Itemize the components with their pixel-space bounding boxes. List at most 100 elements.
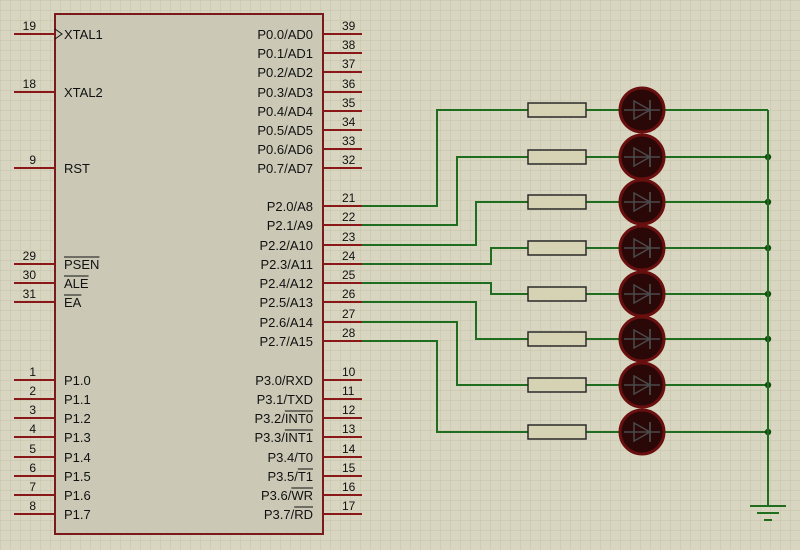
pin-2[interactable]: 2P1.1	[14, 384, 91, 407]
pin-label: P0.7/AD7	[257, 161, 313, 176]
wire-p2-4[interactable]	[362, 282, 528, 295]
leds	[618, 86, 666, 456]
pin-number: 4	[29, 422, 36, 436]
pin-number: 36	[342, 77, 356, 91]
led-6[interactable]	[618, 361, 666, 409]
led-4[interactable]	[618, 270, 666, 318]
resistor-icon[interactable]	[527, 377, 587, 393]
pin-number: 32	[342, 153, 356, 167]
resistor-icon[interactable]	[527, 424, 587, 440]
resistor-icon[interactable]	[527, 240, 587, 256]
chip-body[interactable]	[54, 13, 324, 535]
pin-label: P3.0/RXD	[255, 373, 313, 388]
pin-7[interactable]: 7P1.6	[14, 480, 91, 503]
diode-triangle-icon	[633, 191, 652, 213]
pin-number: 1	[29, 365, 36, 379]
pin-3[interactable]: 3P1.2	[14, 403, 91, 426]
pin-6[interactable]: 6P1.5	[14, 461, 91, 484]
led-3[interactable]	[618, 224, 666, 272]
pin-number: 3	[29, 403, 36, 417]
pin-5[interactable]: 5P1.4	[14, 442, 91, 465]
led-2[interactable]	[618, 178, 666, 226]
pin-label: P2.7/A15	[260, 334, 314, 349]
pin-label: ALE	[64, 276, 89, 291]
pin-number: 39	[342, 19, 356, 33]
pin-1[interactable]: 1P1.0	[14, 365, 91, 388]
pin-number: 38	[342, 38, 356, 52]
pin-number: 37	[342, 57, 356, 71]
pin-label: P3.7/RD	[264, 507, 313, 522]
pin-label: P3.1/TXD	[257, 392, 313, 407]
led-0[interactable]	[618, 86, 666, 134]
wire-p2-3[interactable]	[362, 247, 528, 265]
ground-net	[750, 110, 786, 521]
wire-p2-5[interactable]	[362, 301, 528, 340]
resistor-icon[interactable]	[527, 194, 587, 210]
resistor-icon[interactable]	[527, 286, 587, 302]
wire-p2-6[interactable]	[362, 321, 528, 386]
pin-number: 2	[29, 384, 36, 398]
pin-number: 35	[342, 96, 356, 110]
left-pins: 19XTAL118XTAL29RST29PSEN30ALE31EA1P1.02P…	[14, 19, 103, 522]
pin-number: 15	[342, 461, 356, 475]
pin-label: P2.5/A13	[260, 295, 314, 310]
resistor-icon[interactable]	[527, 102, 587, 118]
pin-label: P1.6	[64, 488, 91, 503]
pin-number: 14	[342, 442, 356, 456]
pin-label: PSEN	[64, 257, 99, 272]
led-5[interactable]	[618, 315, 666, 363]
pin-number: 10	[342, 365, 356, 379]
microcontroller[interactable]	[54, 13, 324, 535]
diode-triangle-icon	[633, 99, 652, 121]
pin-label: P0.1/AD1	[257, 46, 313, 61]
resistor-icon[interactable]	[527, 331, 587, 347]
pin-number: 26	[342, 287, 356, 301]
pin-label: P1.4	[64, 450, 91, 465]
pin-label: P0.2/AD2	[257, 65, 313, 80]
pin-number: 7	[29, 480, 36, 494]
led-7[interactable]	[618, 408, 666, 456]
pin-4[interactable]: 4P1.3	[14, 422, 91, 445]
pin-8[interactable]: 8P1.7	[14, 499, 91, 522]
led-1[interactable]	[618, 133, 666, 181]
wire-p2-2[interactable]	[362, 201, 528, 246]
pin-label: P0.6/AD6	[257, 142, 313, 157]
wire-p2-7[interactable]	[362, 340, 528, 433]
pin-number: 16	[342, 480, 356, 494]
wire-p2-0[interactable]	[362, 109, 528, 207]
pin-label: P3.4/T0	[267, 450, 313, 465]
wire-p2-1[interactable]	[362, 156, 528, 226]
resistor-icon[interactable]	[527, 149, 587, 165]
